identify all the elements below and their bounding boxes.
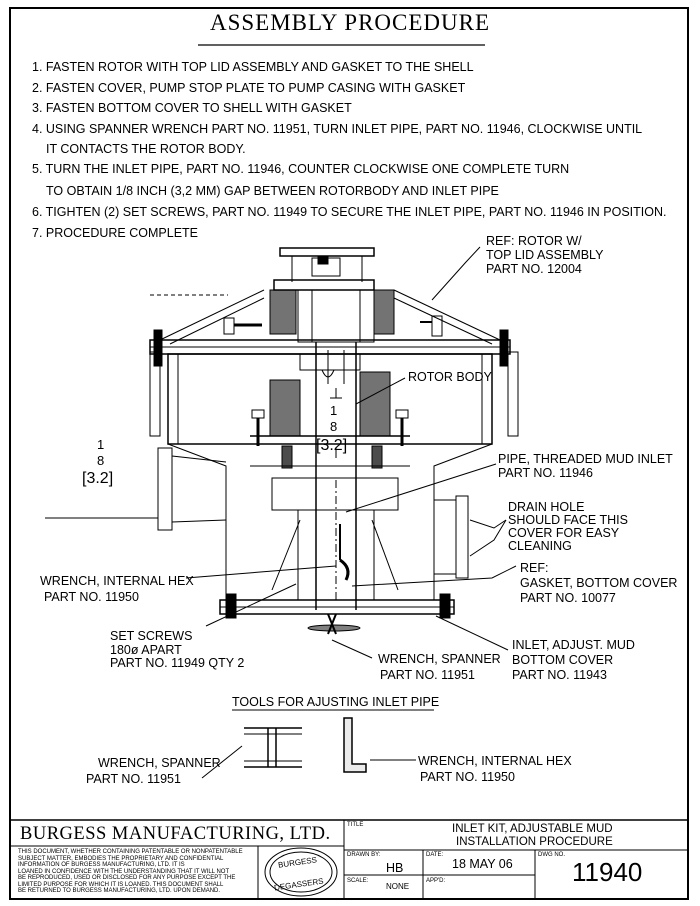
step-3: 3. FASTEN BOTTOM COVER TO SHELL WITH GAS… xyxy=(32,101,352,115)
disclaimer-7: BE RETURNED TO BURGESS MANUFACTURING, LT… xyxy=(18,888,221,894)
step-1: 1. FASTEN ROTOR WITH TOP LID ASSEMBLY AN… xyxy=(32,60,474,74)
scale-label: SCALE: xyxy=(347,878,369,884)
gap-left-mm: [3.2] xyxy=(82,470,114,487)
callout-drain-4: CLEANING xyxy=(508,539,572,553)
appd-label: APP'D: xyxy=(426,878,446,884)
company-name: BURGESS MANUFACTURING, LTD. xyxy=(20,824,331,844)
disclaimer-6: LIMITED PURPOSE FOR WHICH IT IS LOANED. … xyxy=(18,881,224,888)
step-5-cont: TO OBTAIN 1/8 INCH (3,2 MM) GAP BETWEEN … xyxy=(46,184,499,198)
callout-drain-1: DRAIN HOLE xyxy=(508,500,585,514)
disclaimer-5: BE REPRODUCED, USED OR DISCLOSED FOR ANY… xyxy=(18,875,236,881)
disclaimer-2: SUBJECT MATTER, EMBODIES THE PROPRIETARY… xyxy=(18,855,224,862)
callout-rotor-ref-2: TOP LID ASSEMBLY xyxy=(486,248,604,262)
dwg-no-value: 11940 xyxy=(572,857,643,887)
gap-left-num: 1 xyxy=(97,437,105,452)
step-4: 4. USING SPANNER WRENCH PART NO. 11951, … xyxy=(32,122,643,136)
callout-inlet-adj-3: PART NO. 11943 xyxy=(512,668,607,682)
callout-setscrews-2: 180ø APART xyxy=(110,643,182,657)
title-block-lines xyxy=(10,820,688,899)
callout-rotor-ref-1: REF: ROTOR W/ xyxy=(486,234,582,248)
tools-heading: TOOLS FOR AJUSTING INLET PIPE xyxy=(232,695,440,709)
date-label: DATE: xyxy=(426,852,444,858)
callout-inlet-adj-1: INLET, ADJUST. MUD xyxy=(512,638,635,652)
callout-hex-1: WRENCH, INTERNAL HEX xyxy=(40,574,194,588)
disclaimer-1: THIS DOCUMENT, WHETHER CONTAINING PATENT… xyxy=(18,849,243,855)
callout-drain-2: SHOULD FACE THIS xyxy=(508,513,628,527)
callout-pipe-2: PART NO. 11946 xyxy=(498,466,593,480)
callout-gasket-3: PART NO. 10077 xyxy=(520,591,616,605)
page-title: ASSEMBLY PROCEDURE xyxy=(209,10,491,35)
step-4-cont: IT CONTACTS THE ROTOR BODY. xyxy=(46,142,246,156)
tool-hex-2: PART NO. 11950 xyxy=(420,770,515,784)
disclaimer-4: LOANED IN CONFIDENCE WITH THE UNDERSTAND… xyxy=(18,868,230,875)
callout-setscrews-3: PART NO. 11949 QTY 2 xyxy=(110,656,245,670)
step-5: 5. TURN THE INLET PIPE, PART NO. 11946, … xyxy=(32,162,570,176)
tools-drawing xyxy=(202,710,434,778)
tool-hex-1: WRENCH, INTERNAL HEX xyxy=(418,754,572,768)
gap-center-num: 1 xyxy=(330,403,338,418)
sheet-border xyxy=(10,8,688,899)
callout-pipe-1: PIPE, THREADED MUD INLET xyxy=(498,452,673,466)
assembly-drawing xyxy=(45,248,518,634)
drawing-title-1: INLET KIT, ADJUSTABLE MUD xyxy=(452,823,613,835)
gap-center-den: 8 xyxy=(330,419,338,434)
dwg-no-label: DWG NO. xyxy=(538,852,565,858)
date-value: 18 MAY 06 xyxy=(452,857,513,871)
callout-spanner-2: PART NO. 11951 xyxy=(380,668,475,682)
tool-spanner-1: WRENCH, SPANNER xyxy=(98,756,221,770)
callout-inlet-adj-2: BOTTOM COVER xyxy=(512,653,614,667)
gap-left-den: 8 xyxy=(97,453,105,468)
step-6: 6. TIGHTEN (2) SET SCREWS, PART NO. 1194… xyxy=(32,205,667,219)
step-7: 7. PROCEDURE COMPLETE xyxy=(32,226,199,240)
callout-gasket-1: REF: xyxy=(520,561,549,575)
title-label: TITLE xyxy=(347,822,364,828)
leader-lines xyxy=(186,247,516,658)
callout-rotor-ref-3: PART NO. 12004 xyxy=(486,262,582,276)
drawing-title-2: INSTALLATION PROCEDURE xyxy=(456,836,613,848)
callout-hex-2: PART NO. 11950 xyxy=(44,590,139,604)
drawn-by-label: DRAWN BY: xyxy=(347,852,381,858)
drawn-by-value: HB xyxy=(386,861,404,875)
callout-setscrews-1: SET SCREWS xyxy=(110,629,193,643)
gap-center-mm: [3.2] xyxy=(316,437,348,454)
tool-spanner-2: PART NO. 11951 xyxy=(86,772,181,786)
callout-gasket-2: GASKET, BOTTOM COVER xyxy=(520,576,678,590)
callout-rotor-body: ROTOR BODY xyxy=(408,370,492,384)
callout-spanner-1: WRENCH, SPANNER xyxy=(378,652,501,666)
disclaimer-3: INFORMATION OF BURGESS MANUFACTURING, LT… xyxy=(18,862,185,868)
step-2: 2. FASTEN COVER, PUMP STOP PLATE TO PUMP… xyxy=(32,81,466,95)
callout-drain-3: COVER FOR EASY xyxy=(508,526,620,540)
scale-value: NONE xyxy=(386,882,410,891)
